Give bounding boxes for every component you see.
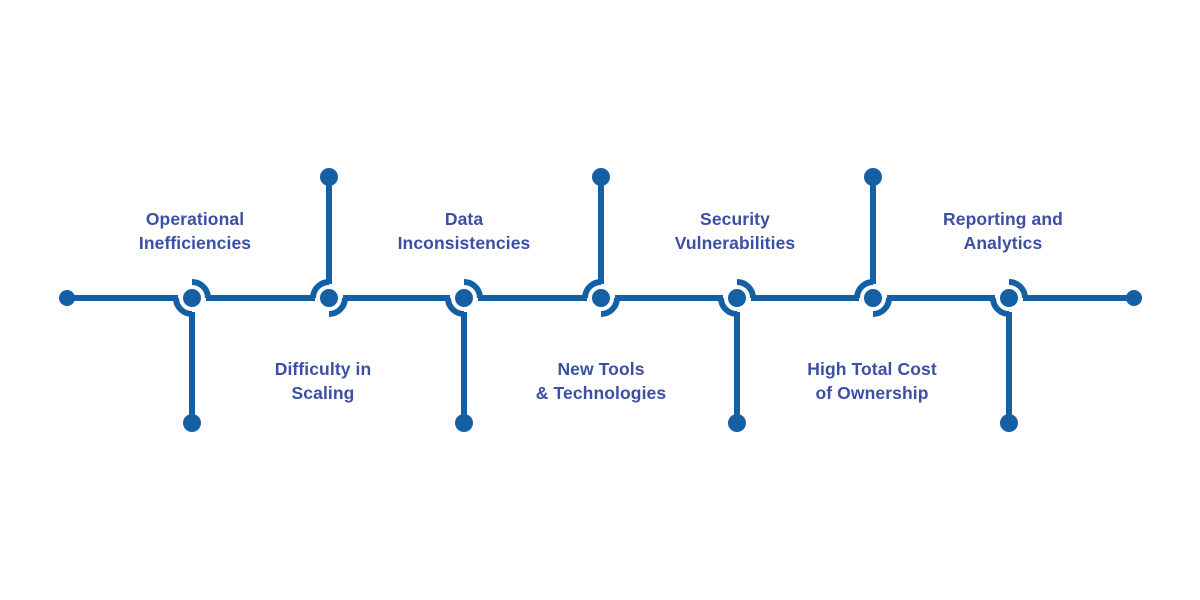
timeline-node-5[interactable] [718,279,756,432]
timeline-node-4[interactable] [582,168,620,317]
node-stem-end-dot [592,168,610,186]
node-arc-top-left [310,279,330,299]
node-stem-end-dot [320,168,338,186]
timeline-node-3[interactable] [445,279,483,432]
node-arc-bottom-left [445,297,465,317]
node-dot[interactable] [864,289,882,307]
node-dot[interactable] [1000,289,1018,307]
node-stem-end-dot [455,414,473,432]
node-arc-bottom-right [600,297,620,317]
node-stem-end-dot [1000,414,1018,432]
node-dot[interactable] [183,289,201,307]
node-arc-bottom-left [990,297,1010,317]
timeline-node-6[interactable] [854,168,892,317]
timeline-start-endpoint-dot [59,290,75,306]
node-arc-top-right [736,279,756,299]
node-dot[interactable] [592,289,610,307]
node-arc-top-right [1008,279,1028,299]
node-arc-bottom-right [872,297,892,317]
node-dot[interactable] [455,289,473,307]
timeline-node-1[interactable] [173,279,211,432]
node-dot[interactable] [728,289,746,307]
node-arc-bottom-right [328,297,348,317]
timeline-end-endpoint-dot [1126,290,1142,306]
timeline-node-2[interactable] [310,168,348,317]
timeline-node-7[interactable] [990,279,1028,432]
node-arc-top-left [582,279,602,299]
node-arc-top-left [854,279,874,299]
timeline-graphics [59,168,1142,432]
node-stem-end-dot [864,168,882,186]
node-stem-end-dot [183,414,201,432]
node-dot[interactable] [320,289,338,307]
node-arc-top-right [191,279,211,299]
node-arc-bottom-left [718,297,738,317]
node-arc-bottom-left [173,297,193,317]
node-stem-end-dot [728,414,746,432]
node-arc-top-right [463,279,483,299]
